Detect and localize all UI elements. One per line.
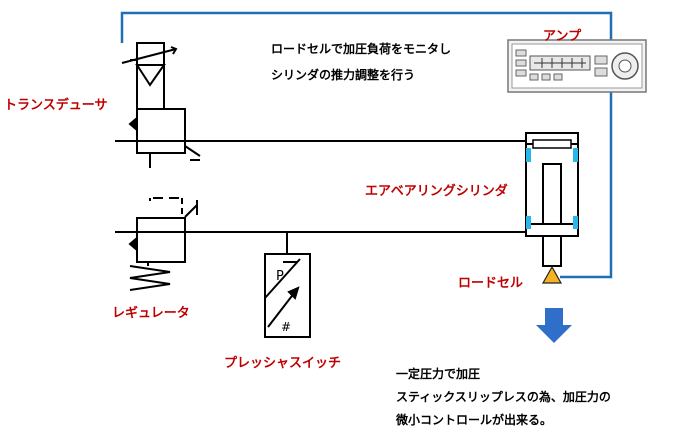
note-bottom-line-1: 一定圧力で加圧 xyxy=(396,367,481,381)
signal-wire-transducer-amp xyxy=(120,11,613,43)
label-air-bearing-cylinder: エアベアリングシリンダ xyxy=(365,184,508,199)
note-top-line-2: シリンダの推力調整を行う xyxy=(271,68,416,82)
note-bottom-line-3: 微小コントロールが出来る。 xyxy=(396,413,553,427)
pressure-switch-symbol: P # xyxy=(264,253,311,338)
force-down-arrow xyxy=(536,308,572,343)
svg-text:P: P xyxy=(276,269,284,284)
amplifier-device xyxy=(507,39,647,93)
note-top-line-1: ロードセルで加圧負荷をモニタし xyxy=(271,42,452,56)
pneumatic-lines xyxy=(115,140,526,254)
signal-wire-amp-loadcell xyxy=(560,92,613,279)
label-transducer: トランスデューサ xyxy=(4,98,108,113)
label-regulator: レギュレータ xyxy=(112,306,190,321)
label-amplifier: アンプ xyxy=(543,29,582,44)
transducer-symbol xyxy=(121,42,201,168)
regulator-symbol xyxy=(128,197,198,291)
svg-text:#: # xyxy=(281,320,291,334)
air-bearing-cylinder xyxy=(525,132,579,267)
load-cell-triangle xyxy=(541,265,563,284)
label-load-cell: ロードセル xyxy=(458,276,524,291)
note-bottom-line-2: スティックスリップレスの為、加圧力の xyxy=(396,390,611,404)
label-pressure-switch: プレッシャスイッチ xyxy=(224,356,342,371)
